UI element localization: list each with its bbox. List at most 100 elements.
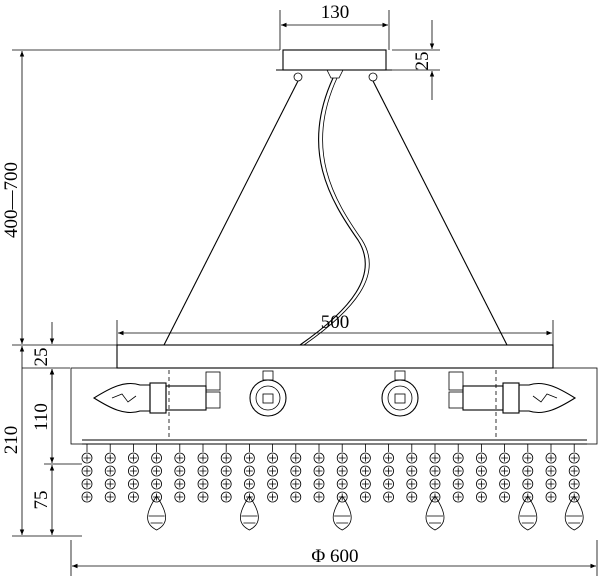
- crystal-bead: [383, 452, 395, 464]
- crystal-bead: [290, 491, 302, 503]
- crystal-bead: [197, 491, 209, 503]
- crystal-bead: [383, 465, 395, 477]
- crystal-bead: [127, 478, 139, 490]
- crystal-bead: [522, 478, 534, 490]
- crystal-bead: [499, 491, 511, 503]
- crystal-bead: [81, 491, 93, 503]
- crystal-bead: [267, 478, 279, 490]
- body-height-label: 110: [31, 403, 52, 431]
- crystal-bead: [522, 491, 534, 503]
- crystal-bead: [81, 478, 93, 490]
- crystal-bead: [104, 491, 116, 503]
- crystal-bead: [220, 478, 232, 490]
- crystal-bead: [197, 478, 209, 490]
- crystal-bead: [174, 478, 186, 490]
- crystal-bead: [406, 478, 418, 490]
- crystal-bead: [104, 452, 116, 464]
- crystal-bead: [475, 452, 487, 464]
- body-outline: [70, 367, 598, 445]
- crystal-bead: [127, 491, 139, 503]
- crystal-bead: [429, 465, 441, 477]
- crystal-bead: [406, 465, 418, 477]
- crystal-bead: [499, 465, 511, 477]
- crystal-pendant: [332, 495, 352, 531]
- crystal-bead: [336, 465, 348, 477]
- crystal-bead: [81, 465, 93, 477]
- crystal-bead: [522, 465, 534, 477]
- crystal-bead: [475, 478, 487, 490]
- crystal-bead: [359, 478, 371, 490]
- crystal-bead: [197, 452, 209, 464]
- crystal-bead: [243, 452, 255, 464]
- power-cord: [299, 77, 370, 346]
- crystal-bead: [220, 465, 232, 477]
- crystal-bead: [359, 465, 371, 477]
- crystal-bead: [406, 491, 418, 503]
- crystal-bead: [174, 491, 186, 503]
- crystal-bead: [475, 491, 487, 503]
- crystal-bead: [568, 491, 580, 503]
- crystal-bead: [383, 491, 395, 503]
- canopy-height-label: 25: [412, 52, 433, 71]
- crystal-bead: [243, 478, 255, 490]
- crystal-bead: [475, 465, 487, 477]
- frame-height-label: 25: [31, 348, 52, 367]
- crystal-pendant: [240, 495, 259, 531]
- crystal-bead: [359, 491, 371, 503]
- crystal-bead: [545, 452, 557, 464]
- diameter-label: Φ 600: [311, 546, 358, 567]
- crystal-bead: [104, 465, 116, 477]
- crystal-pendant: [147, 495, 166, 531]
- crystal-bead: [151, 465, 163, 477]
- crystal-bead: [568, 452, 580, 464]
- crystal-bead: [545, 478, 557, 490]
- canopy-width-label: 130: [321, 2, 350, 23]
- suspension-length-label: 400—700: [1, 162, 22, 238]
- crystal-bead: [522, 452, 534, 464]
- crystal-pendant: [425, 495, 445, 531]
- crystal-bead: [499, 478, 511, 490]
- crystal-bead: [127, 452, 139, 464]
- crystal-bead: [267, 452, 279, 464]
- lamp-sockets: [249, 370, 419, 417]
- crystal-bead: [104, 478, 116, 490]
- crystal-bead: [313, 491, 325, 503]
- crystal-bead: [174, 452, 186, 464]
- suspension-cables: [163, 80, 508, 346]
- crystal-bead: [197, 465, 209, 477]
- total-height-label: 210: [1, 426, 22, 455]
- crystal-bead: [429, 452, 441, 464]
- crystal-bead: [313, 465, 325, 477]
- crystal-bead: [429, 491, 441, 503]
- crystal-bead: [429, 478, 441, 490]
- crystal-bead: [290, 478, 302, 490]
- crystal-strands: [81, 444, 584, 531]
- crystal-bead: [499, 452, 511, 464]
- crystal-bead: [267, 491, 279, 503]
- crystal-bead: [545, 491, 557, 503]
- crystal-bead: [383, 478, 395, 490]
- crystal-bead: [452, 465, 464, 477]
- crystal-bead: [243, 491, 255, 503]
- crystal-pendant: [518, 495, 538, 531]
- crystal-bead: [290, 452, 302, 464]
- crystal-bead: [452, 478, 464, 490]
- crystal-bead: [568, 478, 580, 490]
- crystal-bead: [243, 465, 255, 477]
- crystal-bead: [336, 452, 348, 464]
- crystal-bead: [151, 478, 163, 490]
- crystal-bead: [151, 491, 163, 503]
- bulb-chains: [168, 370, 497, 440]
- dimension-lines: [12, 10, 598, 576]
- crystal-bead: [151, 452, 163, 464]
- crystal-bead: [336, 478, 348, 490]
- frame-width-label: 500: [321, 312, 350, 333]
- crystal-bead: [127, 465, 139, 477]
- crystal-bead: [313, 478, 325, 490]
- crystal-bead: [174, 465, 186, 477]
- crystal-bead: [267, 465, 279, 477]
- crystal-bead: [406, 452, 418, 464]
- top-frame-bar: [116, 344, 554, 369]
- crystal-bead: [336, 491, 348, 503]
